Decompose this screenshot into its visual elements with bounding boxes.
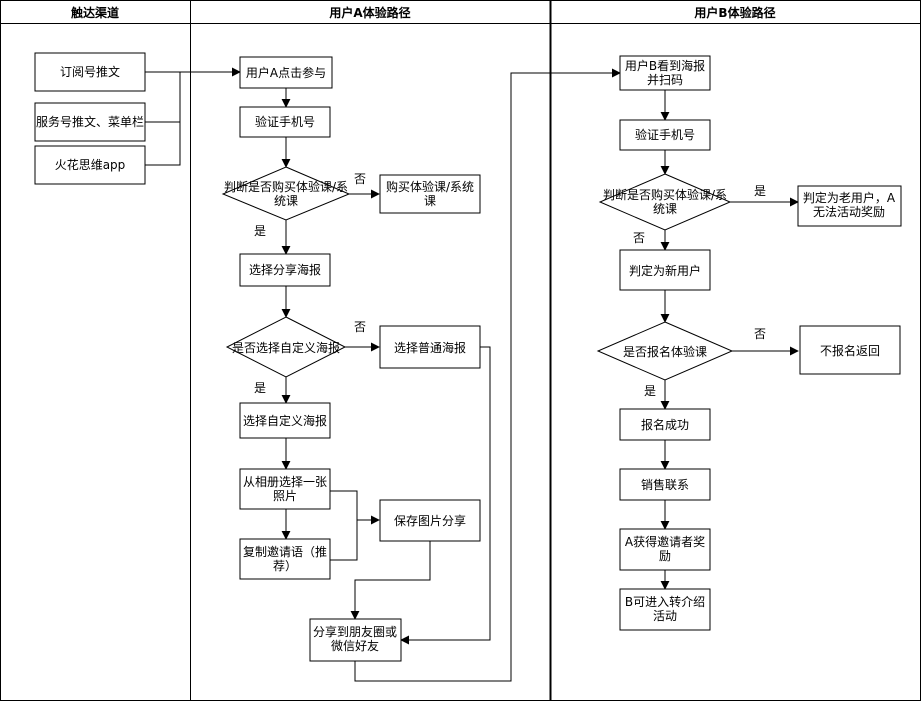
node-a6-label: 是否选择自定义海报 xyxy=(232,340,340,355)
node-labels: 订阅号推文 服务号推文、菜单栏 火花思维app 用户A点击参与 验证手机号 判断… xyxy=(36,58,896,653)
node-a9-label: 从相册选择一张照片 xyxy=(243,475,327,503)
node-c1-label: 订阅号推文 xyxy=(60,64,120,79)
edge-a12-b1 xyxy=(354,68,621,682)
edge-label-a6-yes: 是 xyxy=(254,381,266,395)
edge-label-b3-yes: 是 xyxy=(754,184,766,198)
edge-a9-a10 xyxy=(330,490,380,525)
node-b3-label: 判断是否购买体验课/系统课 xyxy=(603,187,727,216)
node-a9[interactable] xyxy=(239,468,331,510)
node-c3-label: 火花思维app xyxy=(55,157,126,172)
lane-titles: 触达渠道 用户A体验路径 用户B体验路径 xyxy=(71,5,776,20)
node-c2[interactable] xyxy=(34,102,146,142)
node-a4-label: 购买体验课/系统课 xyxy=(386,179,474,208)
node-b8-label: 报名成功 xyxy=(641,417,689,432)
node-b2[interactable] xyxy=(619,119,711,151)
node-a7[interactable] xyxy=(379,325,481,369)
node-b4[interactable] xyxy=(797,185,902,227)
node-a7-label: 选择普通海报 xyxy=(394,340,466,355)
node-a4[interactable] xyxy=(379,174,481,214)
node-b5[interactable] xyxy=(619,249,711,291)
node-c1[interactable] xyxy=(34,52,146,92)
lane-title-channels: 触达渠道 xyxy=(71,5,119,20)
edge-labels: 否 是 否 是 是 否 否 是 xyxy=(254,172,766,398)
node-a1-label: 用户A点击参与 xyxy=(246,65,326,80)
edge-a10-a12 xyxy=(350,541,431,620)
edge-label-b6-no: 否 xyxy=(754,327,766,341)
node-c2-label: 服务号推文、菜单栏 xyxy=(36,114,144,129)
node-a10-label: 保存图片分享 xyxy=(394,513,466,528)
node-a10[interactable] xyxy=(379,499,481,542)
edge-c2-a1 xyxy=(145,72,181,123)
edge-label-a3-no: 否 xyxy=(354,172,366,186)
edges xyxy=(145,67,799,682)
node-a11[interactable] xyxy=(239,538,331,580)
node-b1-label: 用户B看到海报并扫码 xyxy=(625,58,705,87)
node-c3[interactable] xyxy=(34,145,146,185)
node-a3[interactable] xyxy=(221,166,351,221)
node-a3-label: 判断是否购买体验课/系统课 xyxy=(224,179,348,208)
node-b6[interactable] xyxy=(596,321,734,381)
edge-label-b6-yes: 是 xyxy=(644,384,656,398)
node-b5-label: 判定为新用户 xyxy=(629,263,701,278)
node-a8-label: 选择自定义海报 xyxy=(243,413,327,428)
edge-a7-a12 xyxy=(400,346,491,645)
node-a12-label: 分享到朋友圈或微信好友 xyxy=(313,624,397,653)
node-b10-label: A获得邀请者奖励 xyxy=(625,534,705,563)
node-b9[interactable] xyxy=(619,468,711,501)
node-a12[interactable] xyxy=(309,618,402,662)
node-b9-label: 销售联系 xyxy=(641,477,689,492)
node-b11-label: B可进入转介绍活动 xyxy=(625,594,705,623)
lane-title-user-a: 用户A体验路径 xyxy=(328,5,410,20)
node-a2-label: 验证手机号 xyxy=(255,114,315,129)
node-a11-label: 复制邀请语（推荐） xyxy=(243,544,327,573)
node-b3[interactable] xyxy=(598,173,732,231)
lane-title-user-b: 用户B体验路径 xyxy=(693,5,775,20)
edge-label-a6-no: 否 xyxy=(354,320,366,334)
node-a5[interactable] xyxy=(239,253,331,287)
node-b11[interactable] xyxy=(619,588,711,631)
node-b10[interactable] xyxy=(619,528,711,571)
edge-c3-a1 xyxy=(145,122,181,166)
node-b7[interactable] xyxy=(799,325,901,375)
node-b8[interactable] xyxy=(619,408,711,441)
node-a5-label: 选择分享海报 xyxy=(249,262,321,277)
edge-label-b3-no: 否 xyxy=(633,231,645,245)
node-a2[interactable] xyxy=(239,106,331,138)
edge-a11-a10 xyxy=(330,520,358,561)
edge-label-a3-yes: 是 xyxy=(254,224,266,238)
node-shapes xyxy=(34,52,902,662)
node-b2-label: 验证手机号 xyxy=(635,127,695,142)
node-b1[interactable] xyxy=(619,55,711,91)
node-a8[interactable] xyxy=(239,402,331,439)
node-a1[interactable] xyxy=(239,56,333,89)
node-b6-label: 是否报名体验课 xyxy=(623,344,707,359)
node-b7-label: 不报名返回 xyxy=(820,343,880,358)
node-a6[interactable] xyxy=(225,316,347,378)
